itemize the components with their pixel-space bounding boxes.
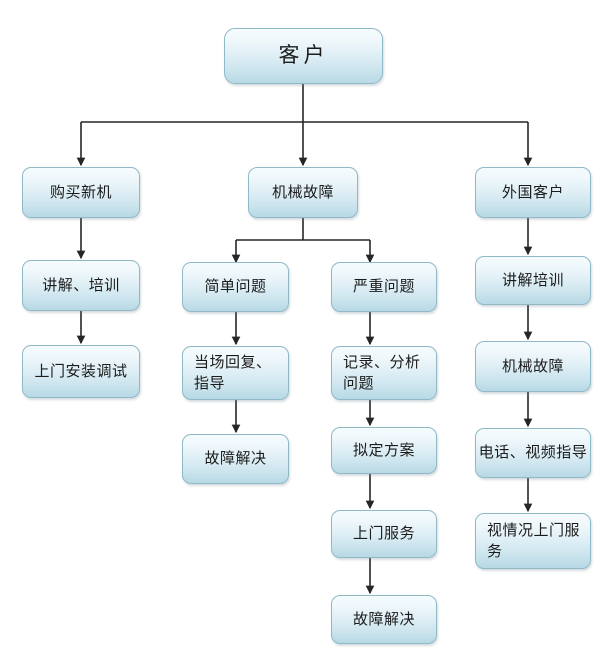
node-mechanical-fault-2[interactable]: 机械故障 [475,341,591,392]
node-label: 视情况上门服务 [487,520,581,560]
node-record-analyze-issue[interactable]: 记录、分析问题 [331,346,437,400]
node-label: 外国客户 [501,182,564,201]
node-explain-train-2[interactable]: 讲解培训 [475,256,591,305]
node-label: 机械故障 [501,356,564,375]
node-foreign-customer[interactable]: 外国客户 [475,167,591,218]
node-serious-issue[interactable]: 严重问题 [331,262,437,312]
node-customer[interactable]: 客户 [224,28,383,84]
node-onsite-service[interactable]: 上门服务 [331,510,437,558]
node-onsite-reply-guide[interactable]: 当场回复、指导 [182,346,289,400]
node-fault-resolved-serious[interactable]: 故障解决 [331,595,437,644]
node-simple-issue[interactable]: 简单问题 [182,262,289,312]
node-label: 故障解决 [204,449,267,468]
node-label: 严重问题 [352,277,415,296]
node-draft-plan[interactable]: 拟定方案 [331,427,437,474]
node-label: 讲解培训 [501,270,564,289]
node-onsite-service-if-needed[interactable]: 视情况上门服务 [475,513,591,569]
node-label: 上门安装调试 [34,361,128,380]
node-label: 上门服务 [352,524,415,543]
node-label: 购买新机 [49,182,112,201]
node-label: 当场回复、指导 [194,352,272,392]
node-label: 讲解、培训 [42,275,120,294]
node-label: 故障解决 [352,609,415,628]
node-label: 简单问题 [204,277,267,296]
node-label: 机械故障 [271,182,334,201]
node-label: 客户 [278,43,329,68]
node-label: 拟定方案 [352,440,415,459]
node-label: 电话、视频指导 [478,443,588,462]
node-phone-video-guide[interactable]: 电话、视频指导 [475,428,591,478]
node-mechanical-fault[interactable]: 机械故障 [248,167,358,218]
node-buy-new-machine[interactable]: 购买新机 [22,167,140,218]
node-explain-train-1[interactable]: 讲解、培训 [22,260,140,311]
node-label: 记录、分析问题 [343,352,421,392]
node-onsite-install-debug[interactable]: 上门安装调试 [22,345,140,398]
node-fault-resolved-simple[interactable]: 故障解决 [182,434,289,484]
